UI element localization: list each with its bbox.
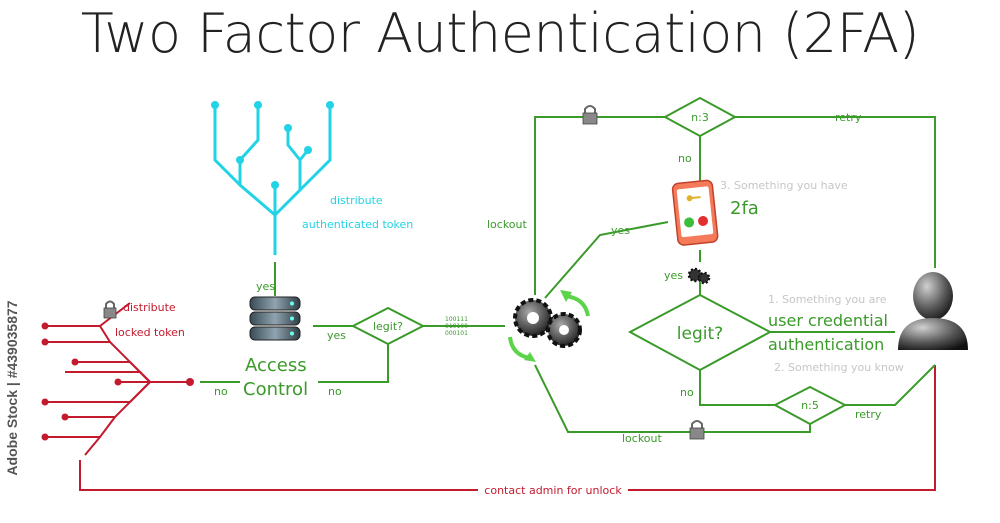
padlock-icon	[582, 105, 598, 125]
no-label-big: no	[680, 386, 694, 399]
access-label-1: Access	[245, 355, 307, 376]
access-label-2: Control	[243, 379, 308, 400]
user-credential-label-2: authentication	[768, 335, 884, 354]
binary-line-2: 010100	[445, 323, 468, 330]
legit-small-label: legit?	[373, 320, 403, 333]
small-gear-icon	[687, 267, 711, 285]
legit-big-label: legit?	[677, 324, 723, 344]
binary-line-3: 000101	[445, 330, 468, 337]
no-label-legit-small: no	[328, 385, 342, 398]
factor-are-label: 1. Something you are	[768, 293, 887, 306]
lockout-label-top: lockout	[487, 218, 528, 231]
smartphone-icon	[671, 179, 719, 246]
yes-label-gear: yes	[664, 269, 683, 282]
binary-line-1: 100111	[445, 316, 468, 323]
retry-label-bottom: retry	[855, 408, 882, 421]
distribute-authenticated-label-1: distribute	[330, 194, 383, 207]
gears-icon	[513, 298, 582, 348]
legit-decision-big	[627, 293, 773, 372]
server-icon	[249, 296, 301, 341]
lockout-label-bottom: lockout	[622, 432, 663, 445]
authenticated-token-tree	[213, 105, 332, 255]
n3-label: n:3	[691, 111, 709, 124]
n5-label: n:5	[801, 399, 819, 412]
padlock-icon	[103, 300, 117, 319]
n5-decision	[772, 385, 848, 426]
padlock-icon	[689, 420, 705, 440]
contact-admin-backing	[478, 483, 628, 497]
no-label-left: no	[214, 385, 228, 398]
refresh-arrows-icon	[508, 290, 590, 362]
legit-decision-small	[350, 306, 426, 346]
distribute-locked-label-1: distribute	[123, 301, 176, 314]
authenticated-token-nodes	[211, 101, 334, 189]
user-credential-label-1: user credential	[768, 311, 888, 330]
yes-label-phone: yes	[611, 224, 630, 237]
n3-decision	[662, 96, 738, 138]
no-label-n3: no	[678, 152, 692, 165]
distribute-locked-label-2: locked token	[115, 326, 185, 339]
user-avatar-icon	[898, 272, 968, 350]
key-icon	[686, 195, 701, 202]
retry-label-top: retry	[835, 111, 862, 124]
flow-lines	[200, 116, 936, 433]
contact-admin-label: contact admin for unlock	[484, 484, 622, 497]
distribute-authenticated-label-2: authenticated token	[302, 218, 413, 231]
twofa-label: 2fa	[730, 198, 759, 219]
yes-label-legit-small: yes	[327, 329, 346, 342]
factor-have-label: 3. Something you have	[720, 179, 848, 192]
yes-label-access: yes	[256, 280, 275, 293]
factor-know-label: 2. Something you know	[774, 361, 904, 374]
locked-token-nodes	[41, 322, 194, 441]
page-title: Two Factor Authentication (2FA)	[80, 2, 920, 65]
